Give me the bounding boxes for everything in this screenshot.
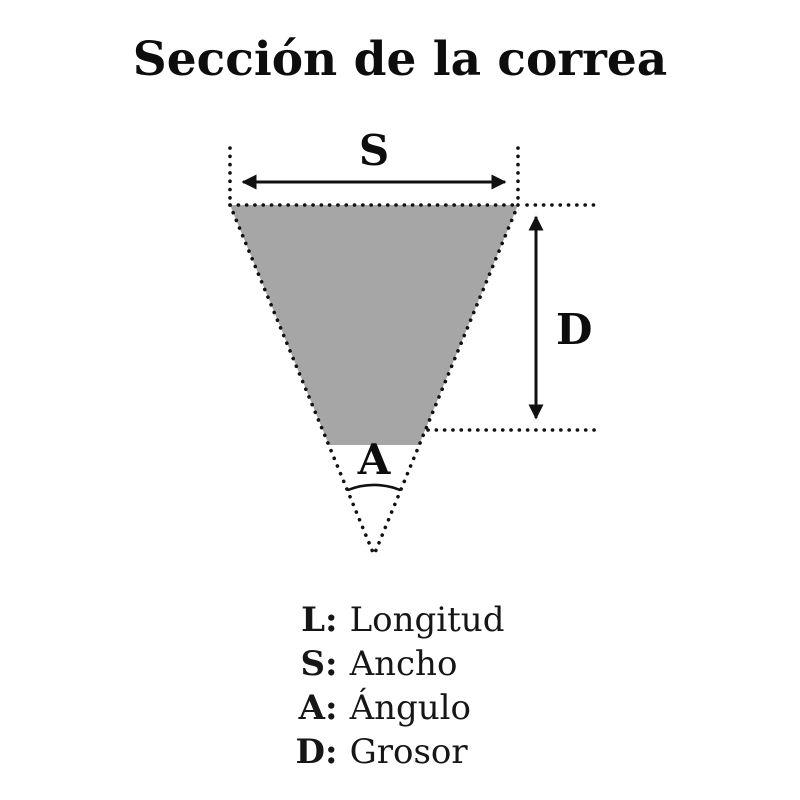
- legend-value-angulo: Ángulo: [349, 688, 472, 728]
- legend: L: Longitud S: Ancho A: Ángulo D: Grosor: [0, 598, 800, 774]
- legend-value-grosor: Grosor: [349, 732, 468, 772]
- legend-value-ancho: Ancho: [349, 644, 458, 684]
- dotted-lines-group: [228, 146, 599, 557]
- belt-body-shape: [230, 205, 518, 445]
- legend-key-ancho: S:: [300, 644, 338, 684]
- dotted-right-side: [372, 203, 520, 557]
- dotted-left-side: [228, 203, 376, 557]
- page-title: Sección de la correa: [132, 32, 668, 87]
- width-label-s: S: [359, 126, 389, 175]
- legend-key-longitud: L:: [301, 600, 338, 640]
- angle-arc: [346, 483, 402, 492]
- depth-label-d: D: [556, 305, 592, 354]
- legend-key-angulo: A:: [298, 688, 338, 728]
- legend-value-longitud: Longitud: [349, 600, 505, 640]
- belt-cross-section-diagram: S D A: [228, 126, 599, 557]
- angle-label-a: A: [357, 435, 392, 484]
- legend-key-grosor: D:: [295, 732, 338, 772]
- dimension-arrows-group: [241, 174, 544, 420]
